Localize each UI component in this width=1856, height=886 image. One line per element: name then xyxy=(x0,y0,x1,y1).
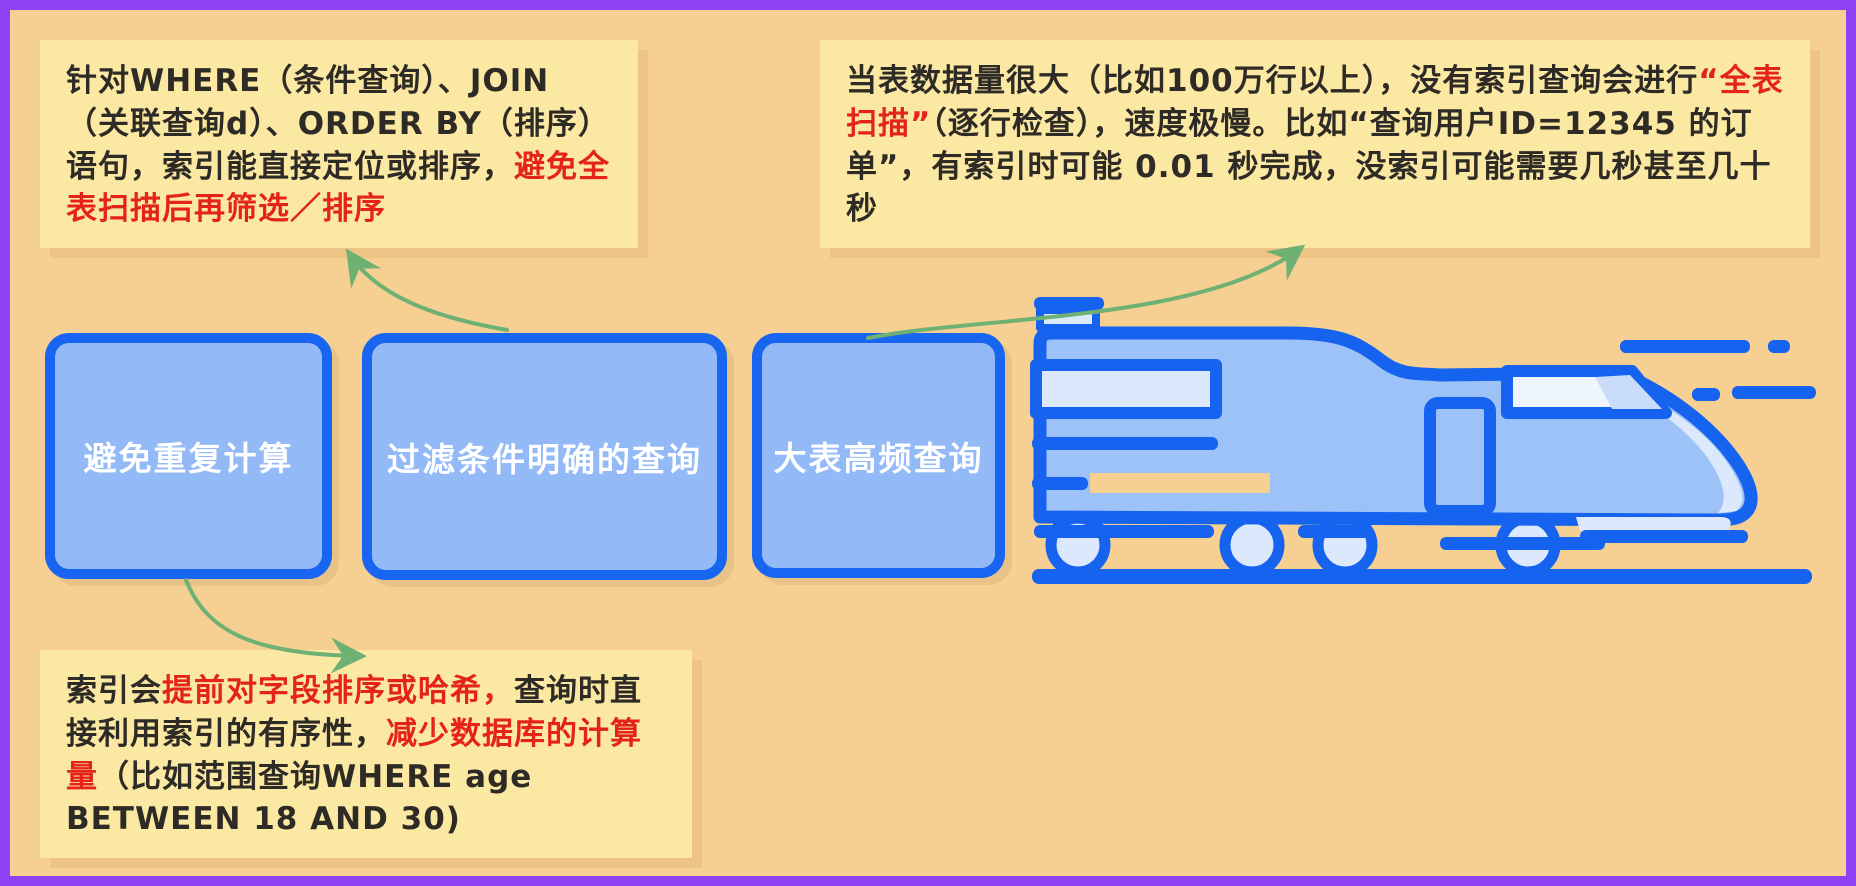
body-text: 当表数据量很大（比如100万行以上），没有索引查询会进行 xyxy=(846,63,1699,99)
speed-line xyxy=(1032,437,1218,450)
speed-line xyxy=(1032,477,1088,490)
node-clear-filter-queries: 过滤条件明确的查询 xyxy=(362,333,727,580)
speed-line xyxy=(1768,340,1790,353)
windshield-shade xyxy=(1595,375,1662,409)
nose-highlight xyxy=(1598,379,1743,513)
note-presorted-or-hashed: 索引会提前对字段排序或哈希，查询时直接利用索引的有序性，减少数据库的计算量（比如… xyxy=(40,650,692,858)
speed-line xyxy=(1620,340,1750,353)
high-speed-train-icon xyxy=(1030,297,1816,584)
emphasis-text: “全表扫描” xyxy=(846,63,1784,142)
skirt-bar xyxy=(1580,530,1748,543)
speed-line xyxy=(1732,386,1816,399)
axle-bar xyxy=(1034,525,1214,538)
window-band xyxy=(1030,359,1222,419)
node-avoid-repeated-computation: 避免重复计算 xyxy=(45,333,332,579)
emphasis-text: 避免全表扫描后再筛选／排序 xyxy=(66,148,610,228)
speed-line xyxy=(1692,388,1720,401)
node-label: 大表高频查询 xyxy=(773,438,984,478)
axle-bar xyxy=(1298,525,1370,538)
arrow-box1-to-note3 xyxy=(184,578,367,674)
arrow-box2-to-note1 xyxy=(345,248,509,332)
train-door xyxy=(1424,397,1496,517)
emphasis-text: 提前对字段排序或哈希， xyxy=(162,673,514,709)
node-label: 过滤条件明确的查询 xyxy=(387,439,702,479)
note-text: 索引会提前对字段排序或哈希，查询时直接利用索引的有序性，减少数据库的计算量（比如… xyxy=(66,670,666,841)
note-index-locates-or-sorts: 针对WHERE（条件查询）、JOIN（关联查询d）、ORDER BY（排序）语句… xyxy=(40,40,638,248)
node-label: 避免重复计算 xyxy=(83,439,294,478)
ground-line xyxy=(1032,569,1812,584)
nose-skirt xyxy=(1576,517,1731,531)
pantograph xyxy=(1036,306,1100,332)
note-full-table-scan: 当表数据量很大（比如100万行以上），没有索引查询会进行“全表扫描”（逐行检查）… xyxy=(820,40,1810,248)
body-text: （逐行检查），速度极慢。比如“查询用户ID=12345 的订单”，有索引时可能 … xyxy=(846,105,1772,228)
note-text: 针对WHERE（条件查询）、JOIN（关联查询d）、ORDER BY（排序）语句… xyxy=(66,60,612,231)
note-text: 当表数据量很大（比如100万行以上），没有索引查询会进行“全表扫描”（逐行检查）… xyxy=(846,60,1784,231)
body-text: 针对WHERE（条件查询）、JOIN（关联查询d）、ORDER BY（排序）语句… xyxy=(66,63,610,185)
body-text: 查询时直接利用索引的有序性， xyxy=(66,673,642,752)
body-text: （比如范围查询WHERE age BETWEEN 18 AND 30) xyxy=(66,758,533,838)
speed-slit xyxy=(1090,473,1270,493)
axle-bar xyxy=(1440,537,1605,550)
body-text: 索引会 xyxy=(66,673,162,709)
node-large-table-high-frequency-queries: 大表高频查询 xyxy=(752,333,1005,578)
emphasis-text: 减少数据库的计算量 xyxy=(66,715,642,795)
